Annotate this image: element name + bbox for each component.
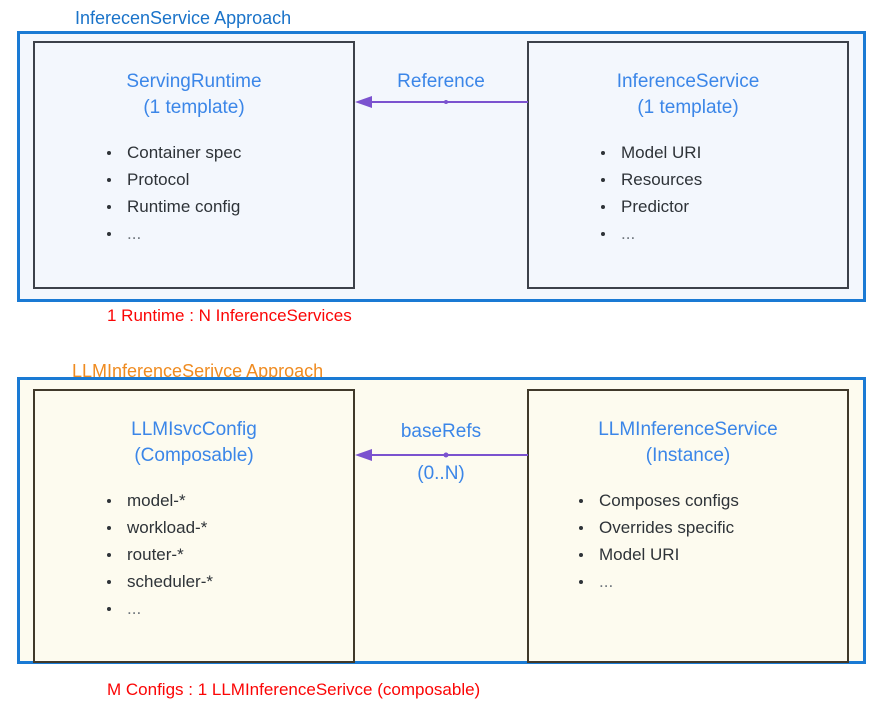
list-item: model-* xyxy=(107,487,353,514)
list-item: Predictor xyxy=(601,193,847,220)
card-llmisvc-config-subtitle: (Composable) xyxy=(134,445,254,466)
card-serving-runtime-title: ServingRuntime xyxy=(126,71,262,92)
card-llmisvc-config-bullets: model-* workload-* router-* scheduler-* … xyxy=(35,487,353,622)
list-item: Overrides specific xyxy=(579,514,847,541)
reference-arrow-group: Reference xyxy=(354,62,528,122)
list-item: Runtime config xyxy=(107,193,353,220)
list-item: Resources xyxy=(601,166,847,193)
baserefs-arrow-group: baseRefs (0..N) xyxy=(354,412,528,494)
section-title-inferenceservice: InferecenService Approach xyxy=(75,8,292,28)
list-item: Composes configs xyxy=(579,487,847,514)
list-item: Protocol xyxy=(107,166,353,193)
card-llm-inference-service-bullets: Composes configs Overrides specific Mode… xyxy=(529,487,847,595)
card-serving-runtime-bullets: Container spec Protocol Runtime config .… xyxy=(35,139,353,247)
card-inference-service-bullets: Model URI Resources Predictor ... xyxy=(529,139,847,247)
card-serving-runtime: ServingRuntime (1 template) Container sp… xyxy=(33,41,355,289)
reference-arrow-label: Reference xyxy=(397,71,485,92)
baserefs-arrow-label: baseRefs xyxy=(400,421,482,442)
list-item: ... xyxy=(601,220,847,247)
list-item: workload-* xyxy=(107,514,353,541)
list-item: Model URI xyxy=(579,541,847,568)
caption-runtime-ratio: 1 Runtime : N InferenceServices xyxy=(107,306,352,325)
card-llm-inference-service: LLMInferenceService (Instance) Composes … xyxy=(527,389,849,663)
card-llmisvc-config-title: LLMIsvcConfig xyxy=(131,419,257,440)
card-serving-runtime-subtitle: (1 template) xyxy=(143,97,245,118)
card-llmisvc-config: LLMIsvcConfig (Composable) model-* workl… xyxy=(33,389,355,663)
section-title-llminferenceservice: LLMInferenceSerivce Approach xyxy=(72,361,324,381)
baserefs-arrow-cardinality: (0..N) xyxy=(417,463,465,484)
list-item: scheduler-* xyxy=(107,568,353,595)
list-item: router-* xyxy=(107,541,353,568)
list-item: ... xyxy=(107,220,353,247)
caption-configs-ratio: M Configs : 1 LLMInferenceSerivce (compo… xyxy=(107,680,481,699)
arrow-left-icon xyxy=(355,449,528,461)
list-item: ... xyxy=(579,568,847,595)
list-item: Container spec xyxy=(107,139,353,166)
card-inference-service-title: InferenceService xyxy=(616,71,760,92)
list-item: Model URI xyxy=(601,139,847,166)
arrow-left-icon xyxy=(355,96,528,108)
card-llm-inference-service-title: LLMInferenceService xyxy=(598,419,778,440)
card-inference-service: InferenceService (1 template) Model URI … xyxy=(527,41,849,289)
card-inference-service-subtitle: (1 template) xyxy=(637,97,739,118)
list-item: ... xyxy=(107,595,353,622)
card-llm-inference-service-subtitle: (Instance) xyxy=(645,445,731,466)
